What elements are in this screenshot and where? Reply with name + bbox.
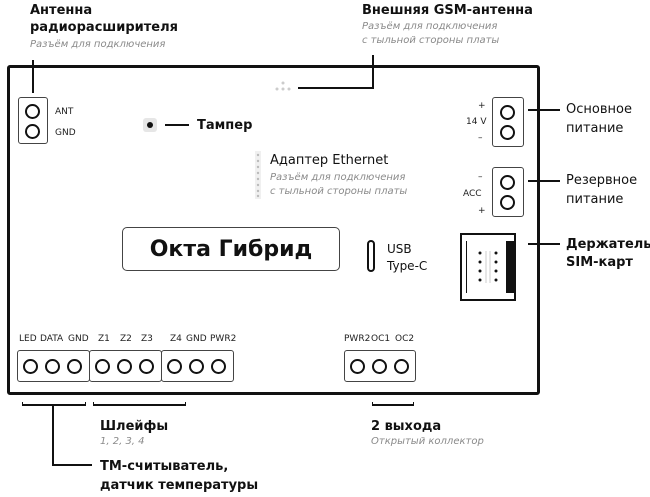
pin-label-ant: ANT	[55, 107, 74, 117]
sim-holder	[460, 233, 516, 301]
sim-holder-title-line1: Держатель	[566, 237, 650, 252]
tm-leader-horizontal	[52, 464, 92, 466]
sim-holder-right-edge	[506, 241, 514, 293]
radio-antenna-subtitle: Разъём для подключения	[30, 39, 166, 50]
z4-pwr-terminal-block	[161, 350, 234, 382]
product-name-plate: Окта Гибрид	[122, 227, 340, 271]
terminal-hole-gnd	[25, 124, 40, 139]
pin-label-pwr2: PWR2	[210, 334, 237, 344]
antenna-terminal-block	[18, 97, 48, 144]
backup-power-terminal-block	[492, 167, 524, 217]
terminal-hole-pwr2	[350, 359, 365, 374]
backup-power-title-line2: питание	[566, 192, 624, 207]
backup-power-minus: –	[478, 172, 483, 182]
product-name: Окта Гибрид	[149, 236, 313, 262]
sim-contacts-icon	[478, 251, 498, 283]
tamper-title: Тампер	[197, 118, 253, 133]
outputs-subtitle: Открытый коллектор	[371, 436, 484, 447]
zones-terminal-block	[89, 350, 162, 382]
pin-label-led: LED	[19, 334, 37, 344]
terminal-hole-gnd	[67, 359, 82, 374]
terminal-hole-gnd	[189, 359, 204, 374]
pin-label-z3: Z3	[141, 334, 153, 344]
backup-power-label: ACC	[463, 189, 482, 199]
usb-c-port-icon	[367, 240, 375, 272]
main-power-minus: –	[478, 133, 483, 143]
terminal-hole-oc1	[372, 359, 387, 374]
radio-antenna-title-line1: Антенна	[30, 3, 93, 18]
main-power-terminal-block	[492, 97, 524, 147]
tm-reader-title-line1: ТМ-считыватель,	[100, 459, 229, 474]
backup-power-title-line1: Резервное	[566, 173, 638, 188]
usb-label-line2: Type-C	[387, 259, 428, 273]
loops-subtitle: 1, 2, 3, 4	[100, 436, 145, 447]
main-power-title-line1: Основное	[566, 102, 632, 117]
ethernet-subtitle-line1: Разъём для подключения	[270, 172, 406, 183]
terminal-hole-plus	[500, 195, 515, 210]
pin-label-z1: Z1	[98, 334, 110, 344]
pin-label-z4: Z4	[170, 334, 182, 344]
radio-antenna-leader-line	[32, 60, 34, 93]
terminal-hole-minus	[500, 125, 515, 140]
terminal-hole-z2	[117, 359, 132, 374]
tm-brace	[22, 402, 86, 406]
terminal-hole-ant	[25, 104, 40, 119]
sim-holder-leader-line	[528, 243, 560, 245]
backup-power-leader-line	[528, 180, 560, 182]
gsm-antenna-leader-vertical	[372, 55, 374, 89]
main-power-voltage: 14 V	[466, 117, 487, 127]
tamper-dot-icon	[147, 122, 153, 128]
outputs-brace	[372, 402, 414, 406]
ethernet-title: Адаптер Ethernet	[270, 153, 389, 168]
terminal-hole-data	[45, 359, 60, 374]
outputs-terminal-block	[344, 350, 416, 382]
backup-power-plus: +	[478, 206, 486, 216]
pin-label-gnd: GND	[68, 334, 89, 344]
terminal-hole-z3	[139, 359, 154, 374]
main-power-leader-line	[528, 109, 560, 111]
terminal-hole-led	[23, 359, 38, 374]
gsm-connector-icon	[275, 81, 291, 91]
circuit-board	[7, 65, 540, 395]
terminal-hole-pwr2	[211, 359, 226, 374]
terminal-hole-oc2	[394, 359, 409, 374]
loops-title: Шлейфы	[100, 419, 169, 434]
outputs-title: 2 выхода	[371, 419, 442, 434]
radio-antenna-title-line2: радиорасширителя	[30, 20, 178, 35]
pin-label-oc1: OC1	[371, 334, 391, 344]
pin-label-z2: Z2	[120, 334, 132, 344]
tm-terminal-block	[17, 350, 90, 382]
terminal-hole-plus	[500, 105, 515, 120]
ethernet-connector-icon	[255, 151, 261, 199]
terminal-hole-z1	[95, 359, 110, 374]
gsm-antenna-leader-horizontal	[298, 87, 374, 89]
pin-label-pwr2-out: PWR2	[344, 334, 371, 344]
ethernet-subtitle-line2: с тыльной стороны платы	[270, 186, 408, 197]
pin-label-data: DATA	[40, 334, 64, 344]
terminal-hole-minus	[500, 175, 515, 190]
tamper-leader-line	[165, 124, 189, 126]
usb-label-line1: USB	[387, 242, 412, 256]
pin-label-gnd: GND	[55, 128, 76, 138]
tamper-button	[143, 118, 157, 132]
gsm-antenna-subtitle-line2: с тыльной стороны платы	[362, 35, 500, 46]
tm-reader-title-line2: датчик температуры	[100, 478, 259, 493]
pin-label-oc2: OC2	[395, 334, 415, 344]
pin-label-gnd-2: GND	[186, 334, 207, 344]
gsm-antenna-subtitle-line1: Разъём для подключения	[362, 21, 498, 32]
gsm-antenna-title: Внешняя GSM-антенна	[362, 3, 533, 18]
loops-brace	[93, 402, 186, 406]
tm-leader-vertical	[52, 405, 54, 465]
sim-holder-title-line2: SIM-карт	[566, 255, 633, 270]
main-power-plus: +	[478, 101, 486, 111]
terminal-hole-z4	[167, 359, 182, 374]
main-power-title-line2: питание	[566, 121, 624, 136]
sim-holder-left-edge	[462, 241, 467, 293]
